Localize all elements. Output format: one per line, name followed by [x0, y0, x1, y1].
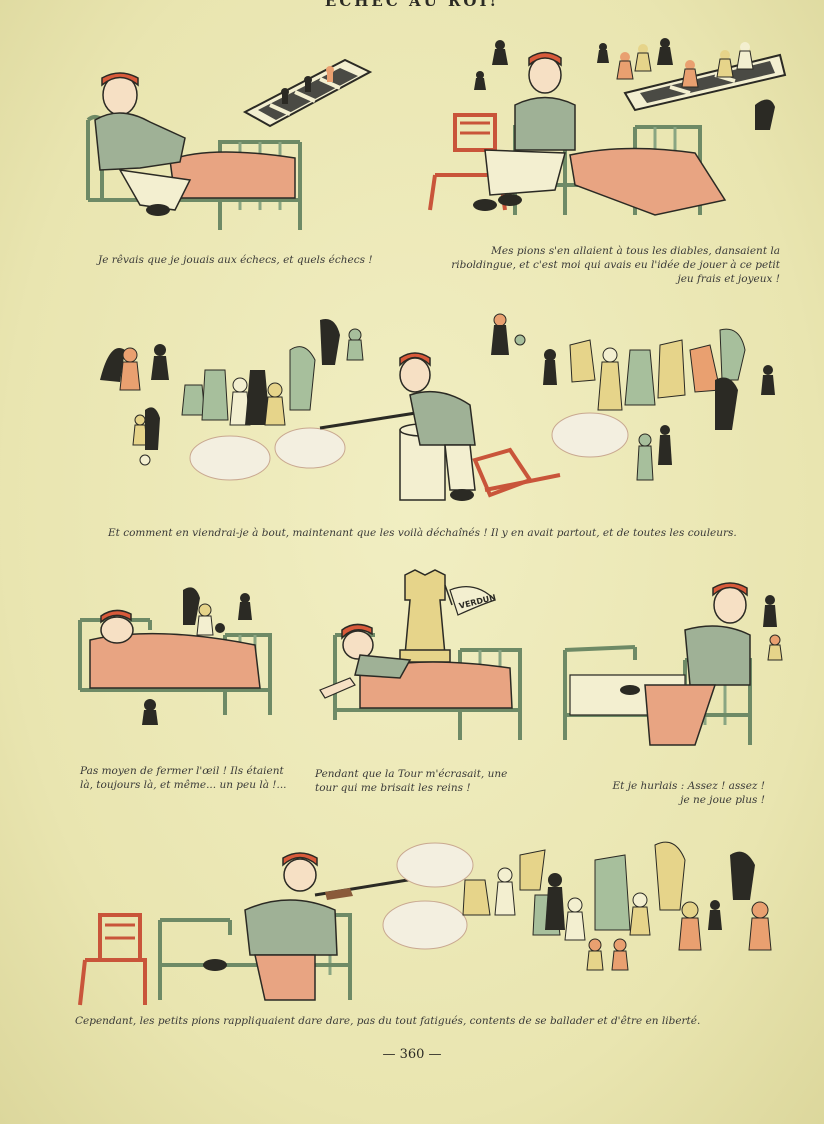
verdun-flag-icon: VERDUN — [444, 584, 497, 616]
pawn-icon — [462, 841, 772, 971]
rifle-icon — [314, 876, 421, 900]
panel-3-illustration — [100, 313, 775, 501]
panel-5-illustration: VERDUN — [319, 569, 522, 740]
caption-6-line-2: je ne joue plus ! — [680, 794, 765, 806]
page-title: ÉCHEC AU ROI! — [324, 0, 500, 10]
caption-7: Cependant, les petits pions rappliquaien… — [75, 1015, 701, 1027]
caption-5-line-2: tour qui me brisait les reins ! — [315, 782, 471, 794]
caption-2-line-1: Mes pions s'en allaient à tous les diabl… — [491, 245, 780, 257]
pawn-icon — [100, 313, 775, 481]
soldier-icon — [100, 609, 134, 644]
panel-4-cannot-sleep — [65, 580, 280, 730]
caption-4-line-2: là, toujours là, et même... un peu là !.… — [80, 779, 287, 791]
caption-1: Je rêvais que je jouais aux échecs, et q… — [98, 254, 373, 266]
caption-6-line-1: Et je hurlais : Assez ! assez ! — [612, 780, 766, 792]
panel-1-dreaming — [80, 50, 390, 240]
soldier-icon — [399, 352, 476, 501]
caption-3: Et comment en viendrai-je à bout, mainte… — [108, 527, 737, 539]
panel-2-illustration — [428, 38, 787, 216]
panel-6-shouting — [555, 575, 790, 755]
panel-4-illustration — [78, 587, 272, 725]
chair-icon — [78, 913, 147, 1006]
panel-7-final-shootout — [75, 830, 795, 1010]
soldier-icon — [473, 51, 576, 211]
caption-2-line-3: jeu frais et joyeux ! — [677, 273, 780, 285]
panel-1-illustration — [86, 58, 373, 230]
caption-5: Pendant que la Tour m'écrasait, une tour… — [315, 767, 535, 795]
soldier-icon — [319, 623, 412, 699]
smoke-cloud-icon — [189, 412, 629, 481]
chessboard-icon — [242, 58, 373, 128]
caption-4: Pas moyen de fermer l'œil ! Ils étaient … — [80, 764, 290, 792]
knight-icon — [755, 99, 775, 130]
caption-6: Et je hurlais : Assez ! assez ! je ne jo… — [565, 779, 766, 807]
caption-2: Mes pions s'en allaient à tous les diabl… — [430, 244, 780, 286]
panel-2-dancing-pieces — [425, 35, 795, 235]
bed-icon — [86, 115, 302, 230]
smoke-cloud-icon — [382, 842, 474, 950]
pawn-icon — [763, 595, 783, 661]
pawn-icon — [142, 587, 252, 725]
panel-3-shooting — [90, 310, 780, 510]
panel-5-rook-crushing: VERDUN — [300, 560, 530, 750]
page-number: — 360 — — [382, 1047, 442, 1062]
chair-icon — [472, 447, 561, 498]
panel-7-illustration — [78, 841, 772, 1006]
caption-2-line-2: riboldingue, et c'est moi qui avais eu l… — [451, 259, 780, 271]
caption-4-line-1: Pas moyen de fermer l'œil ! Ils étaient — [80, 765, 284, 777]
caption-5-line-1: Pendant que la Tour m'écrasait, une — [315, 768, 508, 780]
pawn-icon — [474, 38, 754, 90]
soldier-icon — [620, 582, 751, 746]
soldier-icon — [203, 852, 338, 1001]
soldier-icon — [94, 72, 192, 216]
rook-icon — [399, 569, 451, 663]
bed-icon — [78, 618, 272, 715]
panel-6-illustration — [563, 582, 783, 746]
